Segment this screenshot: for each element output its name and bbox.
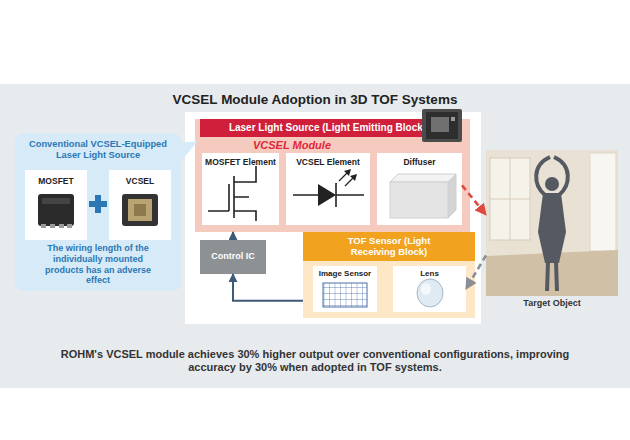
connector-arrow xyxy=(462,185,486,214)
node-heading: VCSEL Element xyxy=(286,157,370,167)
diagram-caption: ROHM's VCSEL module achieves 30% higher … xyxy=(45,348,585,374)
node-heading: Lens xyxy=(393,269,466,279)
target-photo xyxy=(538,193,566,263)
node-heading: Diffuser xyxy=(377,157,462,167)
target-photo xyxy=(536,157,568,195)
target-photo xyxy=(490,158,530,240)
callout-box: Conventional VCSEL-Equipped Laser Light … xyxy=(15,133,181,291)
target-photo xyxy=(547,262,557,291)
target-photo xyxy=(486,150,618,296)
node-heading: Control IC xyxy=(200,251,266,262)
target-photo xyxy=(490,158,530,240)
sensor-box: Image Sensor xyxy=(313,266,377,312)
node-body-text: The wiring length of the individually mo… xyxy=(37,243,159,286)
node-heading: Image Sensor xyxy=(313,269,377,279)
control-ic-box: Control IC xyxy=(200,240,266,274)
component-box: MOSFET xyxy=(25,170,87,240)
node-heading: MOSFET Element xyxy=(202,157,279,167)
node-heading: Target Object xyxy=(486,298,618,309)
target-object: Target Object xyxy=(486,150,618,312)
node-heading: Laser Light Source (Light Emitting Block… xyxy=(200,119,455,137)
light-receiving-block: TOF Sensor (Light Receiving Block) Image … xyxy=(303,232,475,318)
target-photo xyxy=(590,153,616,251)
connector-arrow xyxy=(232,232,234,240)
target-photo xyxy=(486,250,618,296)
background-panel xyxy=(0,84,630,388)
node-heading: VCSEL xyxy=(109,176,171,186)
connector-arrow xyxy=(233,274,303,301)
target-photo xyxy=(545,177,559,191)
target-photo xyxy=(486,150,618,296)
light-emitting-block: Laser Light Source (Light Emitting Block… xyxy=(195,119,470,232)
node-heading: Conventional VCSEL-Equipped Laser Light … xyxy=(17,139,179,161)
element-box: VCSEL Element xyxy=(286,153,370,225)
node-heading: MOSFET xyxy=(25,176,87,186)
element-box: Diffuser xyxy=(377,153,462,225)
element-box: MOSFET Element xyxy=(202,153,279,225)
node-heading: VCSEL Module xyxy=(197,139,387,152)
node-heading: TOF Sensor (Light Receiving Block) xyxy=(303,232,475,261)
diagram-frame xyxy=(185,112,481,324)
diagram-frame xyxy=(185,112,481,324)
connector-arrow xyxy=(466,255,486,289)
lens-box: Lens xyxy=(393,266,466,312)
vcsel-module: VCSEL ModuleMOSFET Element VCSEL Element D… xyxy=(197,138,468,230)
component-box: VCSEL xyxy=(109,170,171,240)
diagram-title: VCSEL Module Adoption in 3D TOF Systems xyxy=(0,92,630,108)
